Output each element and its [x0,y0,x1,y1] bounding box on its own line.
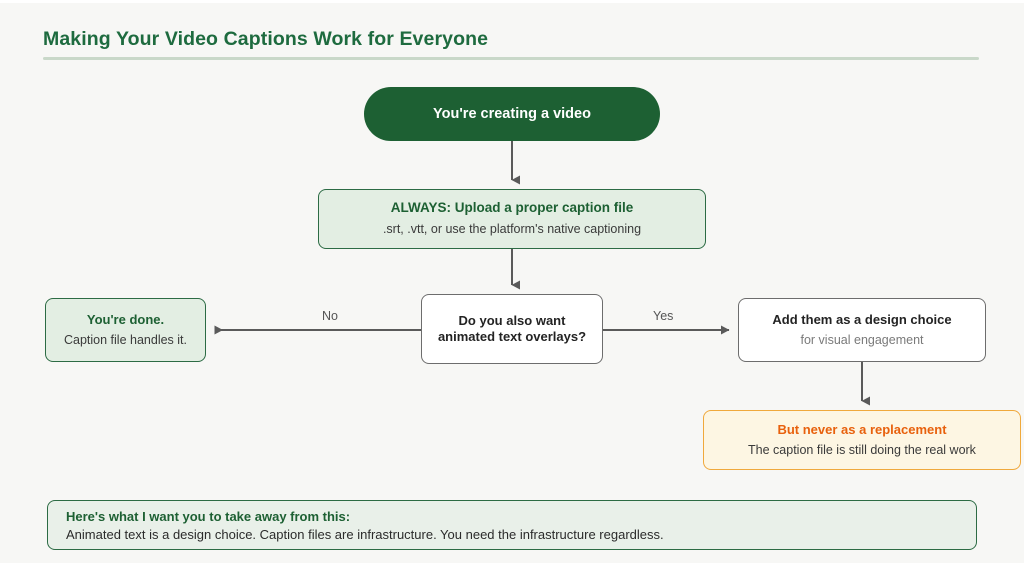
node-design-choice[interactable]: Add them as a design choice for visual e… [738,298,986,362]
node-warning-never-replacement[interactable]: But never as a replacement The caption f… [703,410,1021,470]
node-decision-animated-overlays[interactable]: Do you also want animated text overlays? [421,294,603,364]
takeaway-body: Animated text is a design choice. Captio… [66,526,664,542]
node-start[interactable]: You're creating a video [364,87,660,141]
node-decision-title-line1: Do you also want [458,312,566,328]
node-done-subtitle: Caption file handles it. [64,332,187,347]
node-always-subtitle: .srt, .vtt, or use the platform's native… [382,222,642,237]
node-start-title: You're creating a video [433,105,591,122]
node-always-upload-caption[interactable]: ALWAYS: Upload a proper caption file .sr… [318,189,706,249]
node-design-title: Add them as a design choice [772,312,952,328]
page-bottom-edge [0,563,1024,569]
node-always-title: ALWAYS: Upload a proper caption file [390,200,634,216]
node-done[interactable]: You're done. Caption file handles it. [45,298,206,362]
takeaway-title: Here's what I want you to take away from… [66,508,351,524]
node-design-subtitle: for visual engagement [800,332,924,347]
edge-label-no: No [322,309,338,323]
node-decision-title-line2: animated text overlays? [437,329,587,344]
node-warning-title: But never as a replacement [777,422,947,438]
takeaway-callout: Here's what I want you to take away from… [47,500,977,550]
page-top-edge [0,0,1024,3]
node-decision-title: Do you also want animated text overlays? [438,313,586,346]
title-divider [43,57,979,60]
page-title: Making Your Video Captions Work for Ever… [43,28,489,50]
edge-label-yes: Yes [653,309,674,323]
node-done-title: You're done. [86,312,165,328]
node-warning-subtitle: The caption file is still doing the real… [748,442,976,457]
